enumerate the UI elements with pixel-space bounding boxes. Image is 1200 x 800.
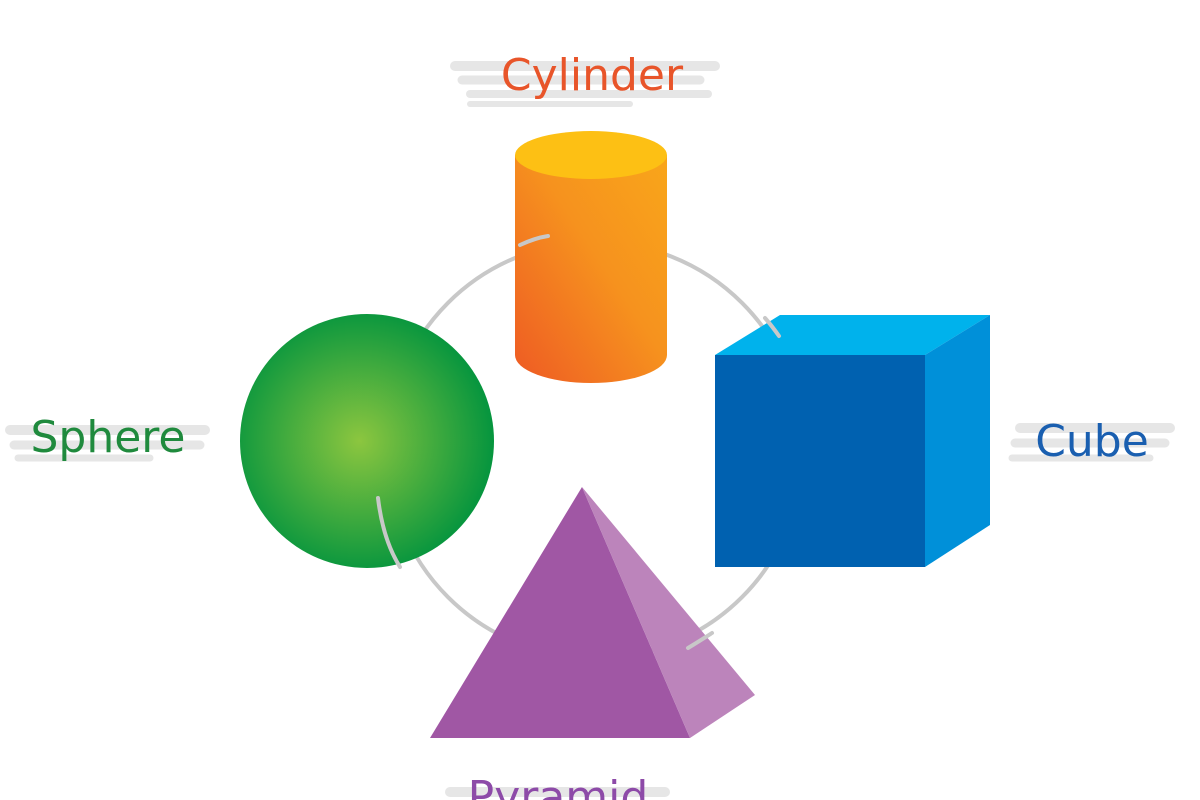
sphere-shape [240,314,494,568]
cylinder-label: Cylinder [501,50,684,101]
cube-label: Cube [1035,416,1149,467]
pyramid-shape [430,487,755,738]
sphere-label: Sphere [30,412,185,463]
ring-ends [376,234,781,650]
cylinder-shape [515,131,667,383]
pyramid-label: Pyramid [468,772,649,800]
cube-shape [715,315,990,567]
label-highlights [5,61,1175,797]
